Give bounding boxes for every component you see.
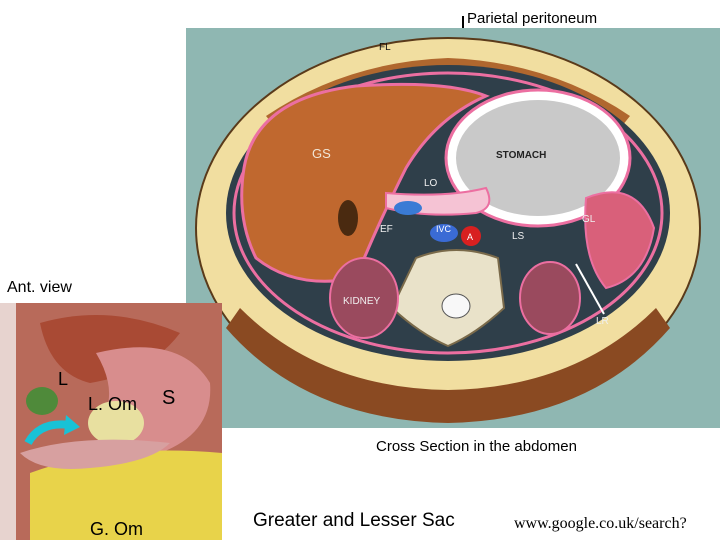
stomach-wall xyxy=(456,100,620,216)
l-label: L xyxy=(58,369,68,389)
left-kidney xyxy=(519,261,581,335)
page-title: Greater and Lesser Sac xyxy=(253,510,455,531)
parietal-peritoneum-line xyxy=(232,71,664,355)
gs-label: GS xyxy=(312,146,331,161)
g-om-label: G. Om xyxy=(90,519,143,539)
liver xyxy=(240,82,490,283)
anterior-liver xyxy=(40,315,180,383)
anterior-view-illustration: L L. Om G. Om xyxy=(0,303,222,540)
spleen xyxy=(584,191,656,290)
back-muscle xyxy=(226,308,670,423)
gallbladder xyxy=(338,200,358,236)
abdomen-cross-section: FL GS STOMACH LO GL EF IVC A LS KIDNEY L… xyxy=(186,28,720,428)
arrow-head xyxy=(64,415,80,435)
anterior-gallbladder xyxy=(26,387,58,415)
lr-label: LR xyxy=(596,316,609,327)
fl-label: FL xyxy=(379,42,391,53)
lr-pointer xyxy=(575,263,605,315)
duodenum xyxy=(20,439,170,469)
lesser-omentum-window xyxy=(88,401,144,445)
lo-label: LO xyxy=(424,178,438,189)
ls-label: LS xyxy=(512,231,525,242)
stomach-label: STOMACH xyxy=(496,150,546,161)
s-label: S xyxy=(162,387,176,409)
anterior-muscle xyxy=(266,58,630,126)
ivc-label: IVC xyxy=(436,224,452,234)
portal-vessel xyxy=(394,201,422,215)
l-om-label: L. Om xyxy=(88,394,137,414)
right-kidney xyxy=(329,257,399,339)
gl-label: GL xyxy=(582,214,596,225)
cross-section-caption: Cross Section in the abdomen xyxy=(376,438,577,455)
kidney-label: KIDNEY xyxy=(343,296,381,307)
ef-label: EF xyxy=(380,224,393,235)
spinal-canal xyxy=(441,293,471,319)
aorta-vessel xyxy=(461,226,481,246)
parietal-peritoneum-label: Parietal peritoneum xyxy=(467,10,598,27)
body-edge xyxy=(0,303,16,540)
ant-view-label: Ant. view xyxy=(7,279,72,296)
greater-omentum xyxy=(30,450,222,540)
a-label: A xyxy=(467,232,473,242)
ivc-vessel xyxy=(430,224,458,242)
source-link[interactable]: www.google.co.uk/search? xyxy=(514,515,687,532)
